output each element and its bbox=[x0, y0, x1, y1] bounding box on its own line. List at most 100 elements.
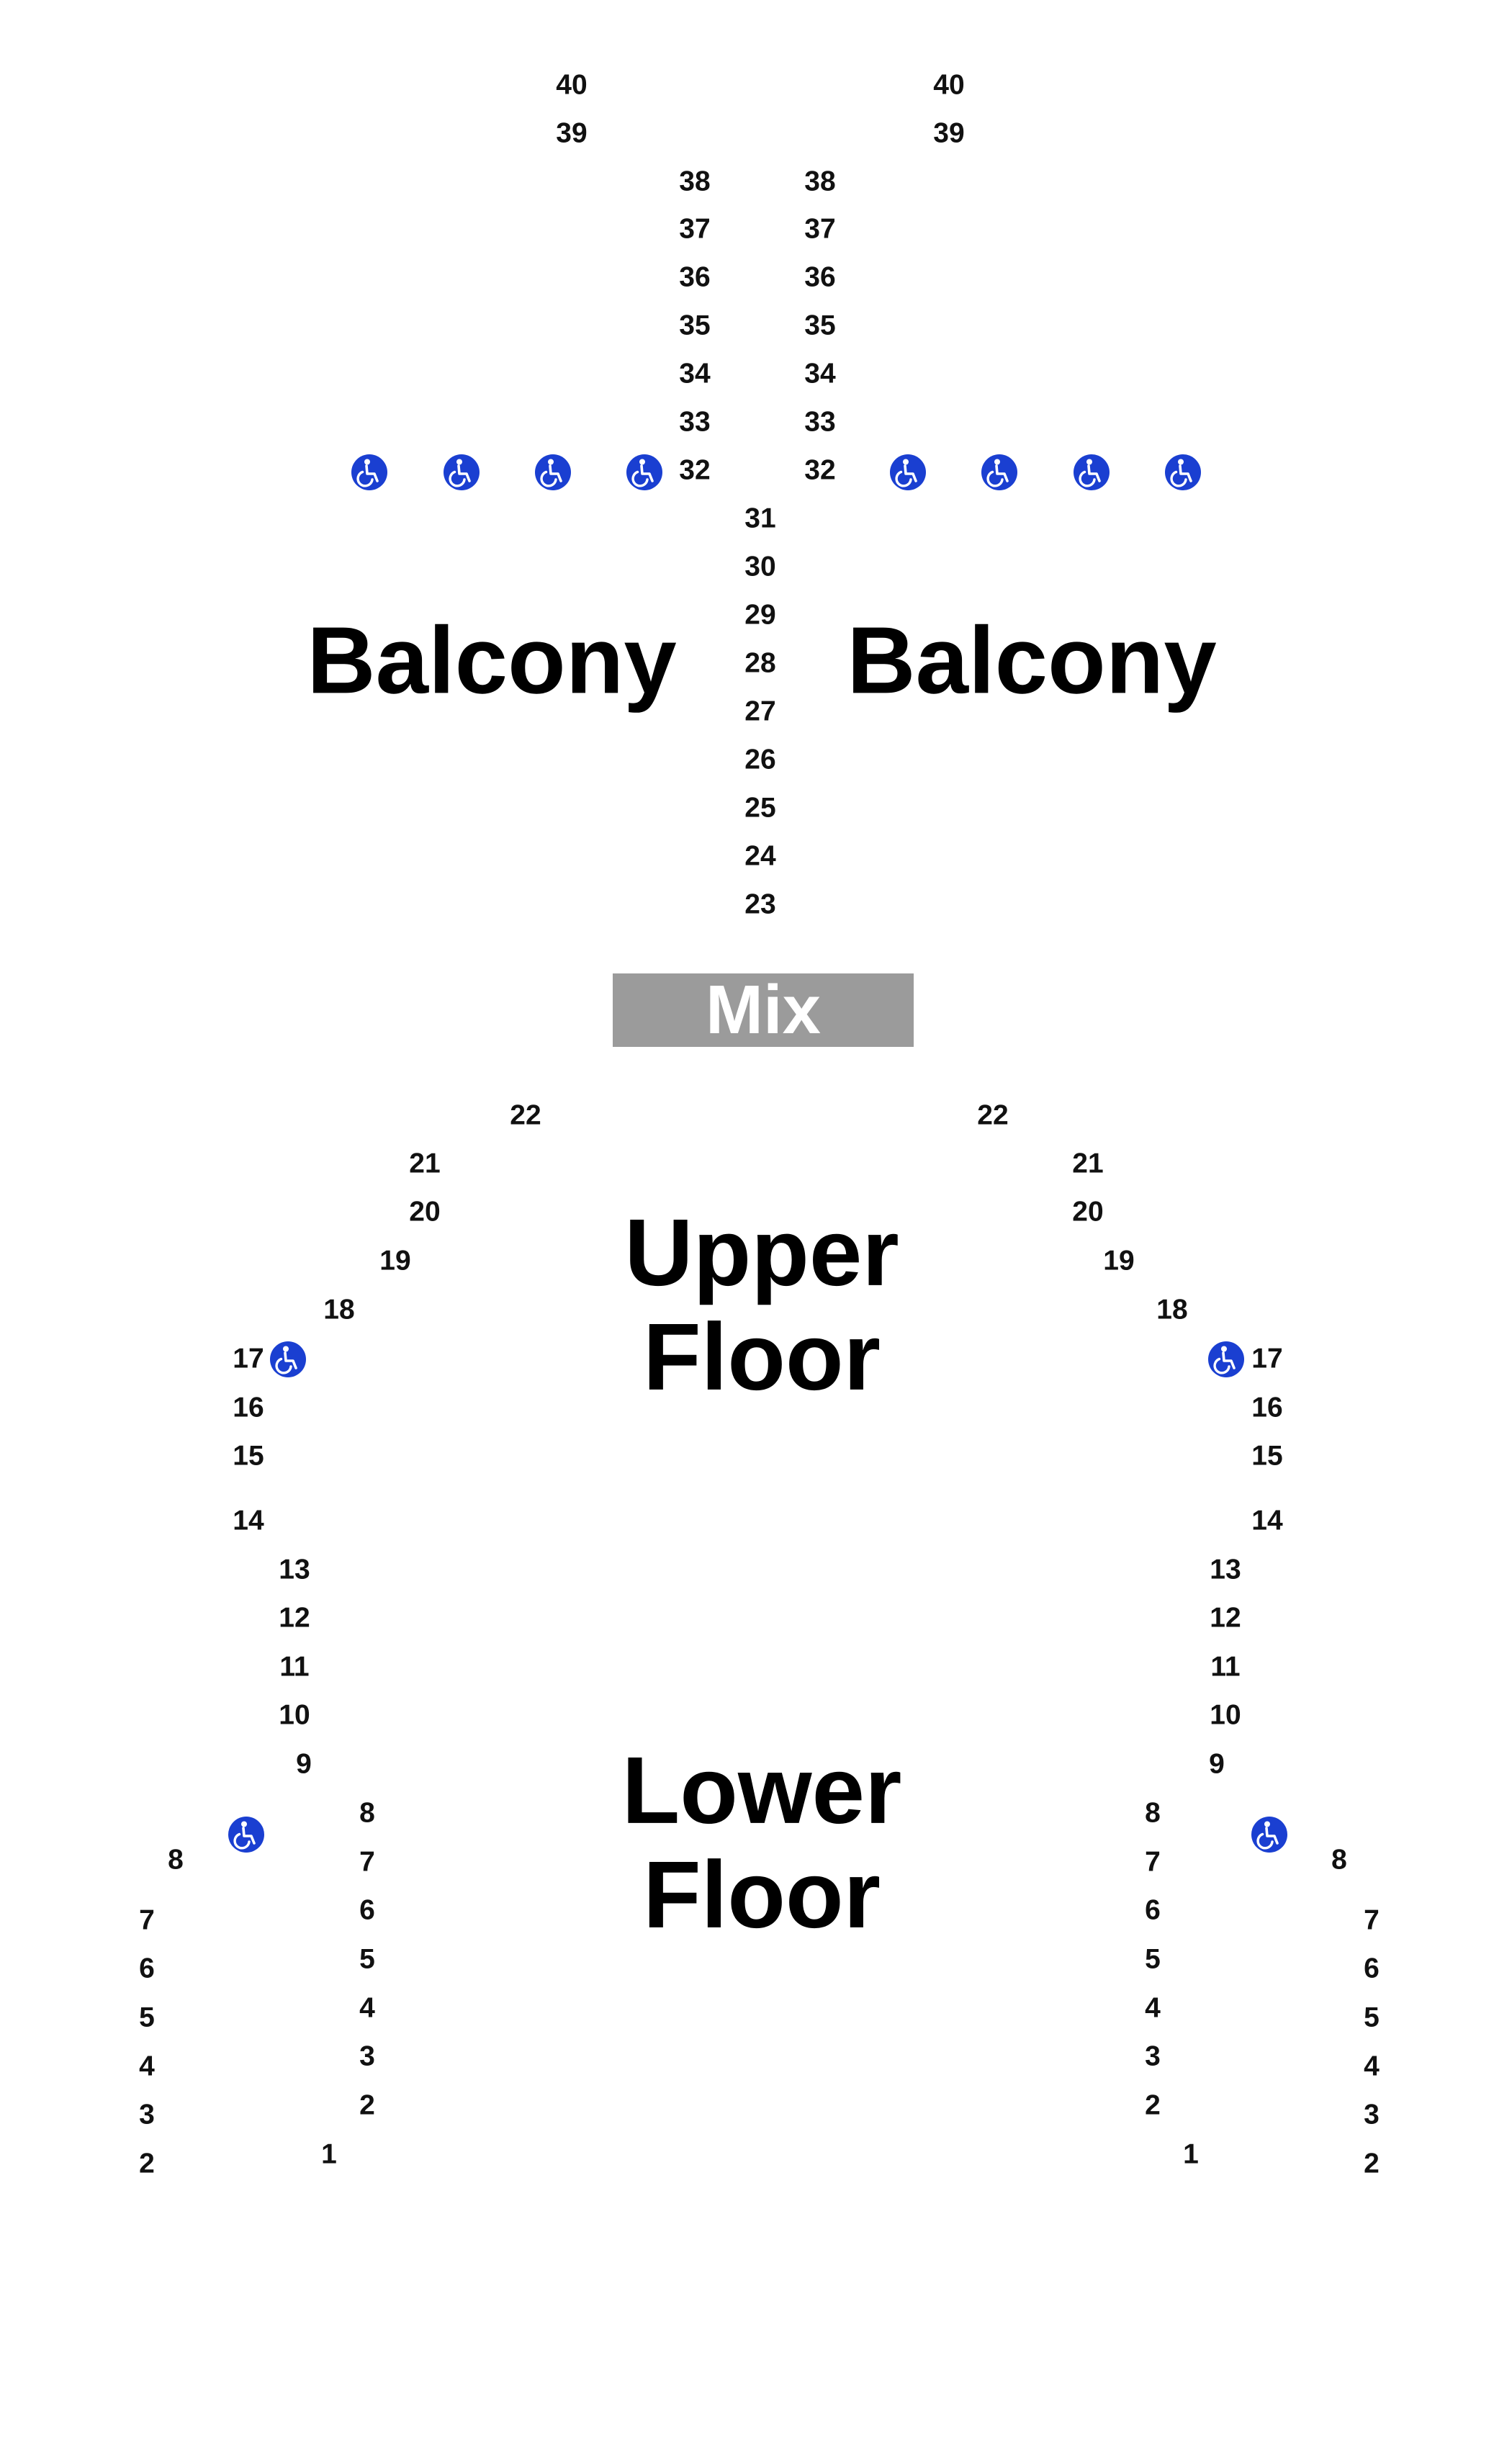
lower-floor-label-line2: Floor bbox=[643, 1842, 881, 1948]
row-label[interactable]: 34 bbox=[804, 358, 836, 390]
row-label[interactable]: 15 bbox=[1251, 1440, 1283, 1472]
row-label[interactable]: 19 bbox=[1103, 1245, 1135, 1277]
row-label[interactable]: 5 bbox=[1364, 2002, 1380, 2033]
row-label[interactable]: 22 bbox=[510, 1099, 541, 1131]
row-label[interactable]: 17 bbox=[233, 1343, 264, 1374]
row-label[interactable]: 40 bbox=[933, 69, 965, 101]
row-label[interactable]: 4 bbox=[1145, 1992, 1161, 2024]
row-label[interactable]: 6 bbox=[359, 1894, 375, 1926]
row-label[interactable]: 4 bbox=[139, 2051, 155, 2082]
row-label[interactable]: 35 bbox=[804, 310, 836, 341]
row-label[interactable]: 2 bbox=[1145, 2089, 1161, 2121]
row-label[interactable]: 18 bbox=[323, 1294, 355, 1326]
row-label[interactable]: 24 bbox=[744, 840, 776, 872]
wheelchair-icon bbox=[1207, 1340, 1246, 1379]
mix-label: Mix bbox=[705, 971, 822, 1048]
row-label[interactable]: 36 bbox=[679, 261, 711, 293]
row-label[interactable]: 20 bbox=[1072, 1196, 1104, 1228]
wheelchair-icon bbox=[442, 453, 481, 492]
row-label[interactable]: 7 bbox=[359, 1846, 375, 1878]
wheelchair-icon bbox=[350, 453, 389, 492]
row-label[interactable]: 37 bbox=[804, 213, 836, 245]
row-label[interactable]: 17 bbox=[1251, 1343, 1283, 1374]
row-label[interactable]: 38 bbox=[679, 166, 711, 197]
row-label[interactable]: 19 bbox=[379, 1245, 411, 1277]
row-label[interactable]: 33 bbox=[804, 406, 836, 438]
row-label[interactable]: 31 bbox=[744, 503, 776, 534]
row-label[interactable]: 35 bbox=[679, 310, 711, 341]
row-label[interactable]: 3 bbox=[1364, 2099, 1380, 2130]
row-label[interactable]: 38 bbox=[804, 166, 836, 197]
row-label[interactable]: 6 bbox=[139, 1953, 155, 1984]
lower-floor-label-line1: Lower bbox=[621, 1737, 902, 1843]
row-label[interactable]: 4 bbox=[359, 1992, 375, 2024]
row-label[interactable]: 15 bbox=[233, 1440, 264, 1472]
row-label[interactable]: 11 bbox=[1210, 1651, 1241, 1683]
row-label[interactable]: 9 bbox=[1209, 1748, 1225, 1780]
row-label[interactable]: 37 bbox=[679, 213, 711, 245]
row-label[interactable]: 5 bbox=[1145, 1943, 1161, 1975]
section-balcony-right[interactable]: Balcony bbox=[847, 607, 1217, 714]
section-balcony-left[interactable]: Balcony bbox=[307, 607, 677, 714]
row-label[interactable]: 5 bbox=[139, 2002, 155, 2033]
row-label[interactable]: 11 bbox=[279, 1651, 310, 1683]
row-label[interactable]: 36 bbox=[804, 261, 836, 293]
row-label[interactable]: 12 bbox=[279, 1602, 310, 1634]
row-label[interactable]: 40 bbox=[556, 69, 588, 101]
row-label[interactable]: 13 bbox=[279, 1554, 310, 1585]
row-label[interactable]: 29 bbox=[744, 599, 776, 631]
row-label[interactable]: 2 bbox=[139, 2148, 155, 2179]
row-label[interactable]: 25 bbox=[744, 792, 776, 824]
row-label[interactable]: 10 bbox=[279, 1699, 310, 1731]
row-label[interactable]: 7 bbox=[139, 1904, 155, 1936]
row-label[interactable]: 28 bbox=[744, 647, 776, 679]
upper-floor-label-line2: Floor bbox=[643, 1304, 881, 1410]
row-label[interactable]: 32 bbox=[679, 454, 711, 486]
row-label[interactable]: 2 bbox=[1364, 2148, 1380, 2179]
row-label[interactable]: 5 bbox=[359, 1943, 375, 1975]
row-label[interactable]: 21 bbox=[1072, 1148, 1104, 1179]
section-upper-floor[interactable]: Upper Floor bbox=[624, 1199, 899, 1410]
row-label[interactable]: 1 bbox=[321, 2138, 337, 2170]
row-label[interactable]: 8 bbox=[359, 1797, 375, 1829]
row-label[interactable]: 14 bbox=[1251, 1505, 1283, 1536]
row-label[interactable]: 7 bbox=[1364, 1904, 1380, 1936]
row-label[interactable]: 16 bbox=[1251, 1392, 1283, 1423]
row-label[interactable]: 8 bbox=[168, 1844, 184, 1876]
row-label[interactable]: 12 bbox=[1210, 1602, 1241, 1634]
row-label[interactable]: 16 bbox=[233, 1392, 264, 1423]
row-label[interactable]: 21 bbox=[409, 1148, 441, 1179]
row-label[interactable]: 26 bbox=[744, 744, 776, 775]
row-label[interactable]: 3 bbox=[139, 2099, 155, 2130]
row-label[interactable]: 10 bbox=[1210, 1699, 1241, 1731]
row-label[interactable]: 9 bbox=[296, 1748, 312, 1780]
row-label[interactable]: 7 bbox=[1145, 1846, 1161, 1878]
row-label[interactable]: 20 bbox=[409, 1196, 441, 1228]
row-label[interactable]: 8 bbox=[1145, 1797, 1161, 1829]
upper-floor-label-line1: Upper bbox=[624, 1199, 899, 1305]
row-label[interactable]: 2 bbox=[359, 2089, 375, 2121]
wheelchair-icon bbox=[1164, 453, 1202, 492]
row-label[interactable]: 4 bbox=[1364, 2051, 1380, 2082]
row-label[interactable]: 39 bbox=[933, 117, 965, 149]
row-label[interactable]: 23 bbox=[744, 888, 776, 920]
row-label[interactable]: 1 bbox=[1183, 2138, 1199, 2170]
section-lower-floor[interactable]: Lower Floor bbox=[621, 1737, 902, 1948]
row-label[interactable]: 3 bbox=[359, 2040, 375, 2072]
row-label[interactable]: 27 bbox=[744, 696, 776, 727]
row-label[interactable]: 18 bbox=[1156, 1294, 1188, 1326]
row-label[interactable]: 30 bbox=[744, 551, 776, 582]
row-label[interactable]: 6 bbox=[1364, 1953, 1380, 1984]
row-label[interactable]: 39 bbox=[556, 117, 588, 149]
row-label[interactable]: 3 bbox=[1145, 2040, 1161, 2072]
row-label[interactable]: 13 bbox=[1210, 1554, 1241, 1585]
row-label[interactable]: 14 bbox=[233, 1505, 264, 1536]
wheelchair-icon bbox=[1250, 1815, 1289, 1854]
row-label[interactable]: 32 bbox=[804, 454, 836, 486]
row-label[interactable]: 8 bbox=[1331, 1844, 1347, 1876]
row-label[interactable]: 22 bbox=[977, 1099, 1009, 1131]
row-label[interactable]: 34 bbox=[679, 358, 711, 390]
row-label[interactable]: 33 bbox=[679, 406, 711, 438]
row-label[interactable]: 6 bbox=[1145, 1894, 1161, 1926]
